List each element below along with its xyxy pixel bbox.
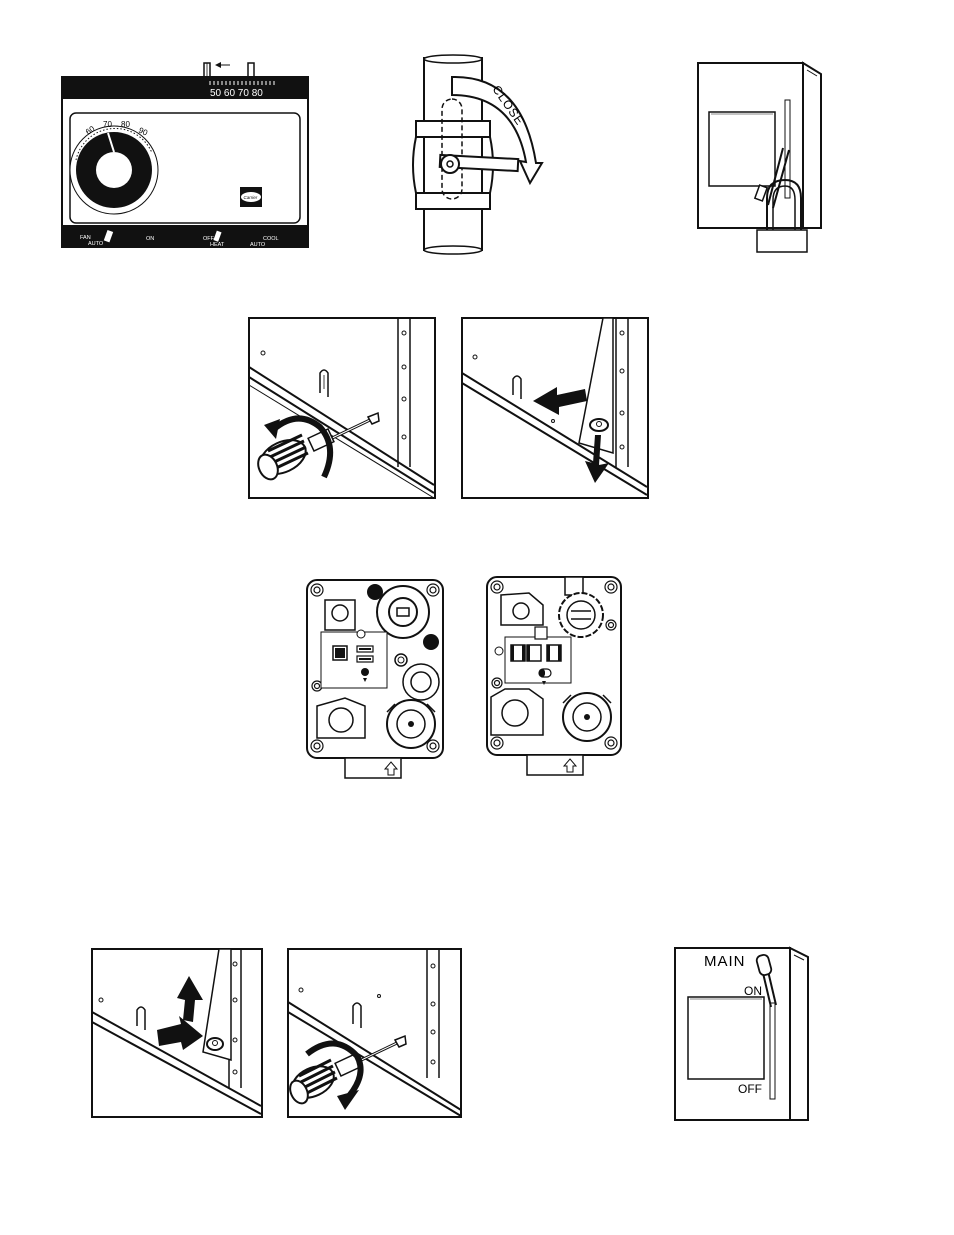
switch-on-label: ON: [744, 984, 762, 998]
slide-left-arrow: [215, 62, 230, 68]
thermostat-figure: 50 60 70 80 60 70 80 90 Carrier FAN AUTO…: [60, 55, 310, 250]
dial-number-80: 80: [121, 120, 130, 129]
gas-valve-figure: CLOSE: [412, 55, 562, 255]
temperature-scale-numbers: 50 60 70 80: [210, 88, 263, 99]
locked-disconnect-figure: [695, 60, 830, 255]
carrier-logo: Carrier: [240, 187, 262, 207]
system-heat-label: HEAT: [210, 242, 225, 248]
thermostat-top-band: [62, 77, 308, 99]
remove-panel-figure: [461, 317, 649, 499]
loosen-screw-panel-figure: [248, 317, 436, 499]
fan-auto-label: AUTO: [88, 241, 104, 247]
svg-text:Carrier: Carrier: [244, 195, 258, 200]
gas-control-valve-a: [305, 578, 447, 778]
dial-number-70: 70: [103, 120, 112, 129]
main-label: MAIN: [704, 953, 746, 970]
system-cool-label: COOL: [263, 236, 279, 242]
main-switch-figure: MAIN ON OFF: [672, 945, 814, 1125]
fan-on-label: ON: [146, 236, 154, 242]
tighten-screw-figure: [287, 948, 462, 1118]
replace-panel-figure: [91, 948, 263, 1118]
switch-off-label: OFF: [738, 1082, 762, 1096]
gas-control-valve-b: [485, 575, 627, 777]
gas-control-knob: [559, 593, 603, 637]
system-auto-label: AUTO: [250, 242, 266, 248]
